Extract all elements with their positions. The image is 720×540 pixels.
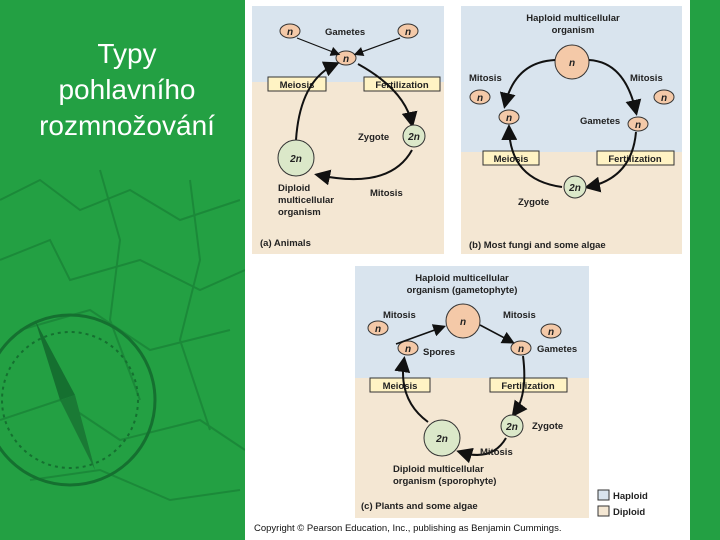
- panel-c-gamete-inner: [510, 340, 532, 356]
- panel-b-mitosis-left-label: Mitosis: [469, 73, 502, 84]
- panel-b-haploid-line-2: organism: [552, 25, 595, 36]
- compass-icon: [0, 313, 157, 487]
- panel-a-gamete-left: [279, 23, 301, 39]
- panel-c-fertilization-label: Fertilization: [501, 381, 555, 392]
- panel-a-haploid-zone: [252, 6, 444, 82]
- panel-b-gamete-left-label: n: [506, 113, 512, 124]
- panel-a-gamete-right: [397, 23, 419, 39]
- panel-c-diploid-zone: [355, 378, 589, 518]
- slide-title: Typy pohlavního rozmnožování: [22, 36, 232, 144]
- panel-b-gametes-label: Gametes: [580, 116, 620, 127]
- panel-c-zygote-cell: [500, 414, 524, 438]
- panel-c-spore-inner: [397, 340, 419, 356]
- panel-c-gametophyte-ploidy: n: [460, 317, 466, 328]
- panel-c-caption: (c) Plants and some algae: [361, 501, 478, 512]
- panel-c-meiosis-label: Meiosis: [383, 381, 418, 392]
- panel-a-caption: (a) Animals: [260, 238, 311, 249]
- panel-b-fertilization-label: Fertilization: [608, 154, 662, 165]
- panel-a-meiosis-label: Meiosis: [280, 80, 315, 91]
- panel-b-gamete-far-right: [653, 89, 675, 105]
- panel-b-diploid-zone: [461, 152, 682, 254]
- panel-a-diploid-line-1: Diploid: [278, 183, 310, 194]
- panel-a-gametes-label: Gametes: [325, 27, 365, 38]
- panel-c-plants: Haploid multicellular organism (gametoph…: [355, 266, 589, 518]
- panel-b-haploid-line-1: Haploid multicellular: [526, 13, 620, 24]
- panel-b-meiosis-box: [482, 150, 540, 166]
- panel-b-gamete-far-left: [469, 89, 491, 105]
- panel-b-gamete-left: [498, 109, 520, 125]
- panel-a-zygote-ploidy: 2n: [407, 132, 420, 143]
- panel-c-mitosis-left-label: Mitosis: [383, 310, 416, 321]
- panel-b-mitosis-right-label: Mitosis: [630, 73, 663, 84]
- panel-a-animals: n n n Gametes Meiosis Fertilization 2n Z…: [252, 6, 444, 254]
- panel-b-fertilization-box: [596, 150, 675, 166]
- panel-c-zygote-ploidy: 2n: [505, 422, 518, 433]
- panel-a-diploid-line-2: multicellular: [278, 195, 334, 206]
- panel-c-mitosis-right-label: Mitosis: [503, 310, 536, 321]
- title-line-3: rozmnožování: [39, 110, 215, 141]
- panel-a-zygote-label: Zygote: [358, 132, 389, 143]
- panel-c-spore-outer-label: n: [375, 324, 381, 335]
- panel-c-haploid-line-1: Haploid multicellular: [415, 273, 509, 284]
- panel-c-sporophyte: [423, 419, 461, 457]
- panel-b-zygote-cell: [563, 175, 587, 199]
- legend-haploid-swatch: [597, 489, 610, 501]
- panel-b-gamete-right-label: n: [635, 120, 641, 131]
- panel-b-zygote-label: Zygote: [518, 197, 549, 208]
- panel-c-diploid-line-1: Diploid multicellular: [393, 464, 484, 475]
- panel-c-meiosis-box: [369, 377, 431, 393]
- panel-a-meiosis-box: [267, 76, 327, 92]
- copyright-notice: Copyright © Pearson Education, Inc., pub…: [254, 523, 562, 534]
- panel-c-gametes-label: Gametes: [537, 344, 577, 355]
- panel-c-spore-inner-label: n: [405, 344, 411, 355]
- panel-c-gamete-outer-label: n: [548, 327, 554, 338]
- panel-a-diploid-ploidy: 2n: [289, 154, 302, 165]
- panel-b-gamete-far-left-label: n: [477, 93, 483, 104]
- legend: Haploid Diploid: [597, 489, 648, 518]
- panel-b-gamete-right: [627, 116, 649, 132]
- panel-c-zygote-label: Zygote: [532, 421, 563, 432]
- panel-c-gametophyte: [445, 303, 481, 339]
- panel-b-zygote-ploidy: 2n: [568, 183, 581, 194]
- panel-a-gamete-center: [335, 50, 357, 66]
- panel-a-zygote-cell: [402, 124, 426, 148]
- panel-b-haploid-organism: [554, 44, 590, 80]
- title-line-1: Typy: [97, 38, 157, 69]
- legend-diploid-swatch: [597, 505, 610, 517]
- panel-c-gamete-inner-label: n: [518, 344, 524, 355]
- panel-a-fertilization-label: Fertilization: [375, 80, 429, 91]
- panel-c-spores-label: Spores: [423, 347, 455, 358]
- panel-a-diploid-organism: [277, 139, 315, 177]
- panel-a-mitosis-label: Mitosis: [370, 188, 403, 199]
- panel-c-haploid-line-2: organism (gametophyte): [407, 285, 518, 296]
- panel-c-diploid-line-2: organism (sporophyte): [393, 476, 496, 487]
- panel-b-meiosis-label: Meiosis: [494, 154, 529, 165]
- panel-a-gamete-left-label: n: [287, 27, 293, 38]
- panel-b-haploid-ploidy: n: [569, 58, 575, 69]
- panel-a-gamete-right-label: n: [405, 27, 411, 38]
- background-map-decoration: [0, 169, 245, 502]
- panel-c-spore-outer: [367, 320, 389, 336]
- panel-b-gamete-far-right-label: n: [661, 93, 667, 104]
- legend-diploid-label: Diploid: [613, 507, 645, 518]
- panel-c-fertilization-box: [489, 377, 568, 393]
- legend-haploid-label: Haploid: [613, 491, 648, 502]
- panel-a-gamete-center-label: n: [343, 54, 349, 65]
- panel-a-diploid-line-3: organism: [278, 207, 321, 218]
- panel-c-gamete-outer: [540, 323, 562, 339]
- panel-b-fungi: Haploid multicellular organism n Mitosis…: [461, 6, 682, 254]
- panel-c-mitosis-bottom-label: Mitosis: [480, 447, 513, 458]
- panel-b-caption: (b) Most fungi and some algae: [469, 240, 606, 251]
- title-line-2: pohlavního: [58, 74, 196, 105]
- panel-c-sporophyte-ploidy: 2n: [435, 434, 448, 445]
